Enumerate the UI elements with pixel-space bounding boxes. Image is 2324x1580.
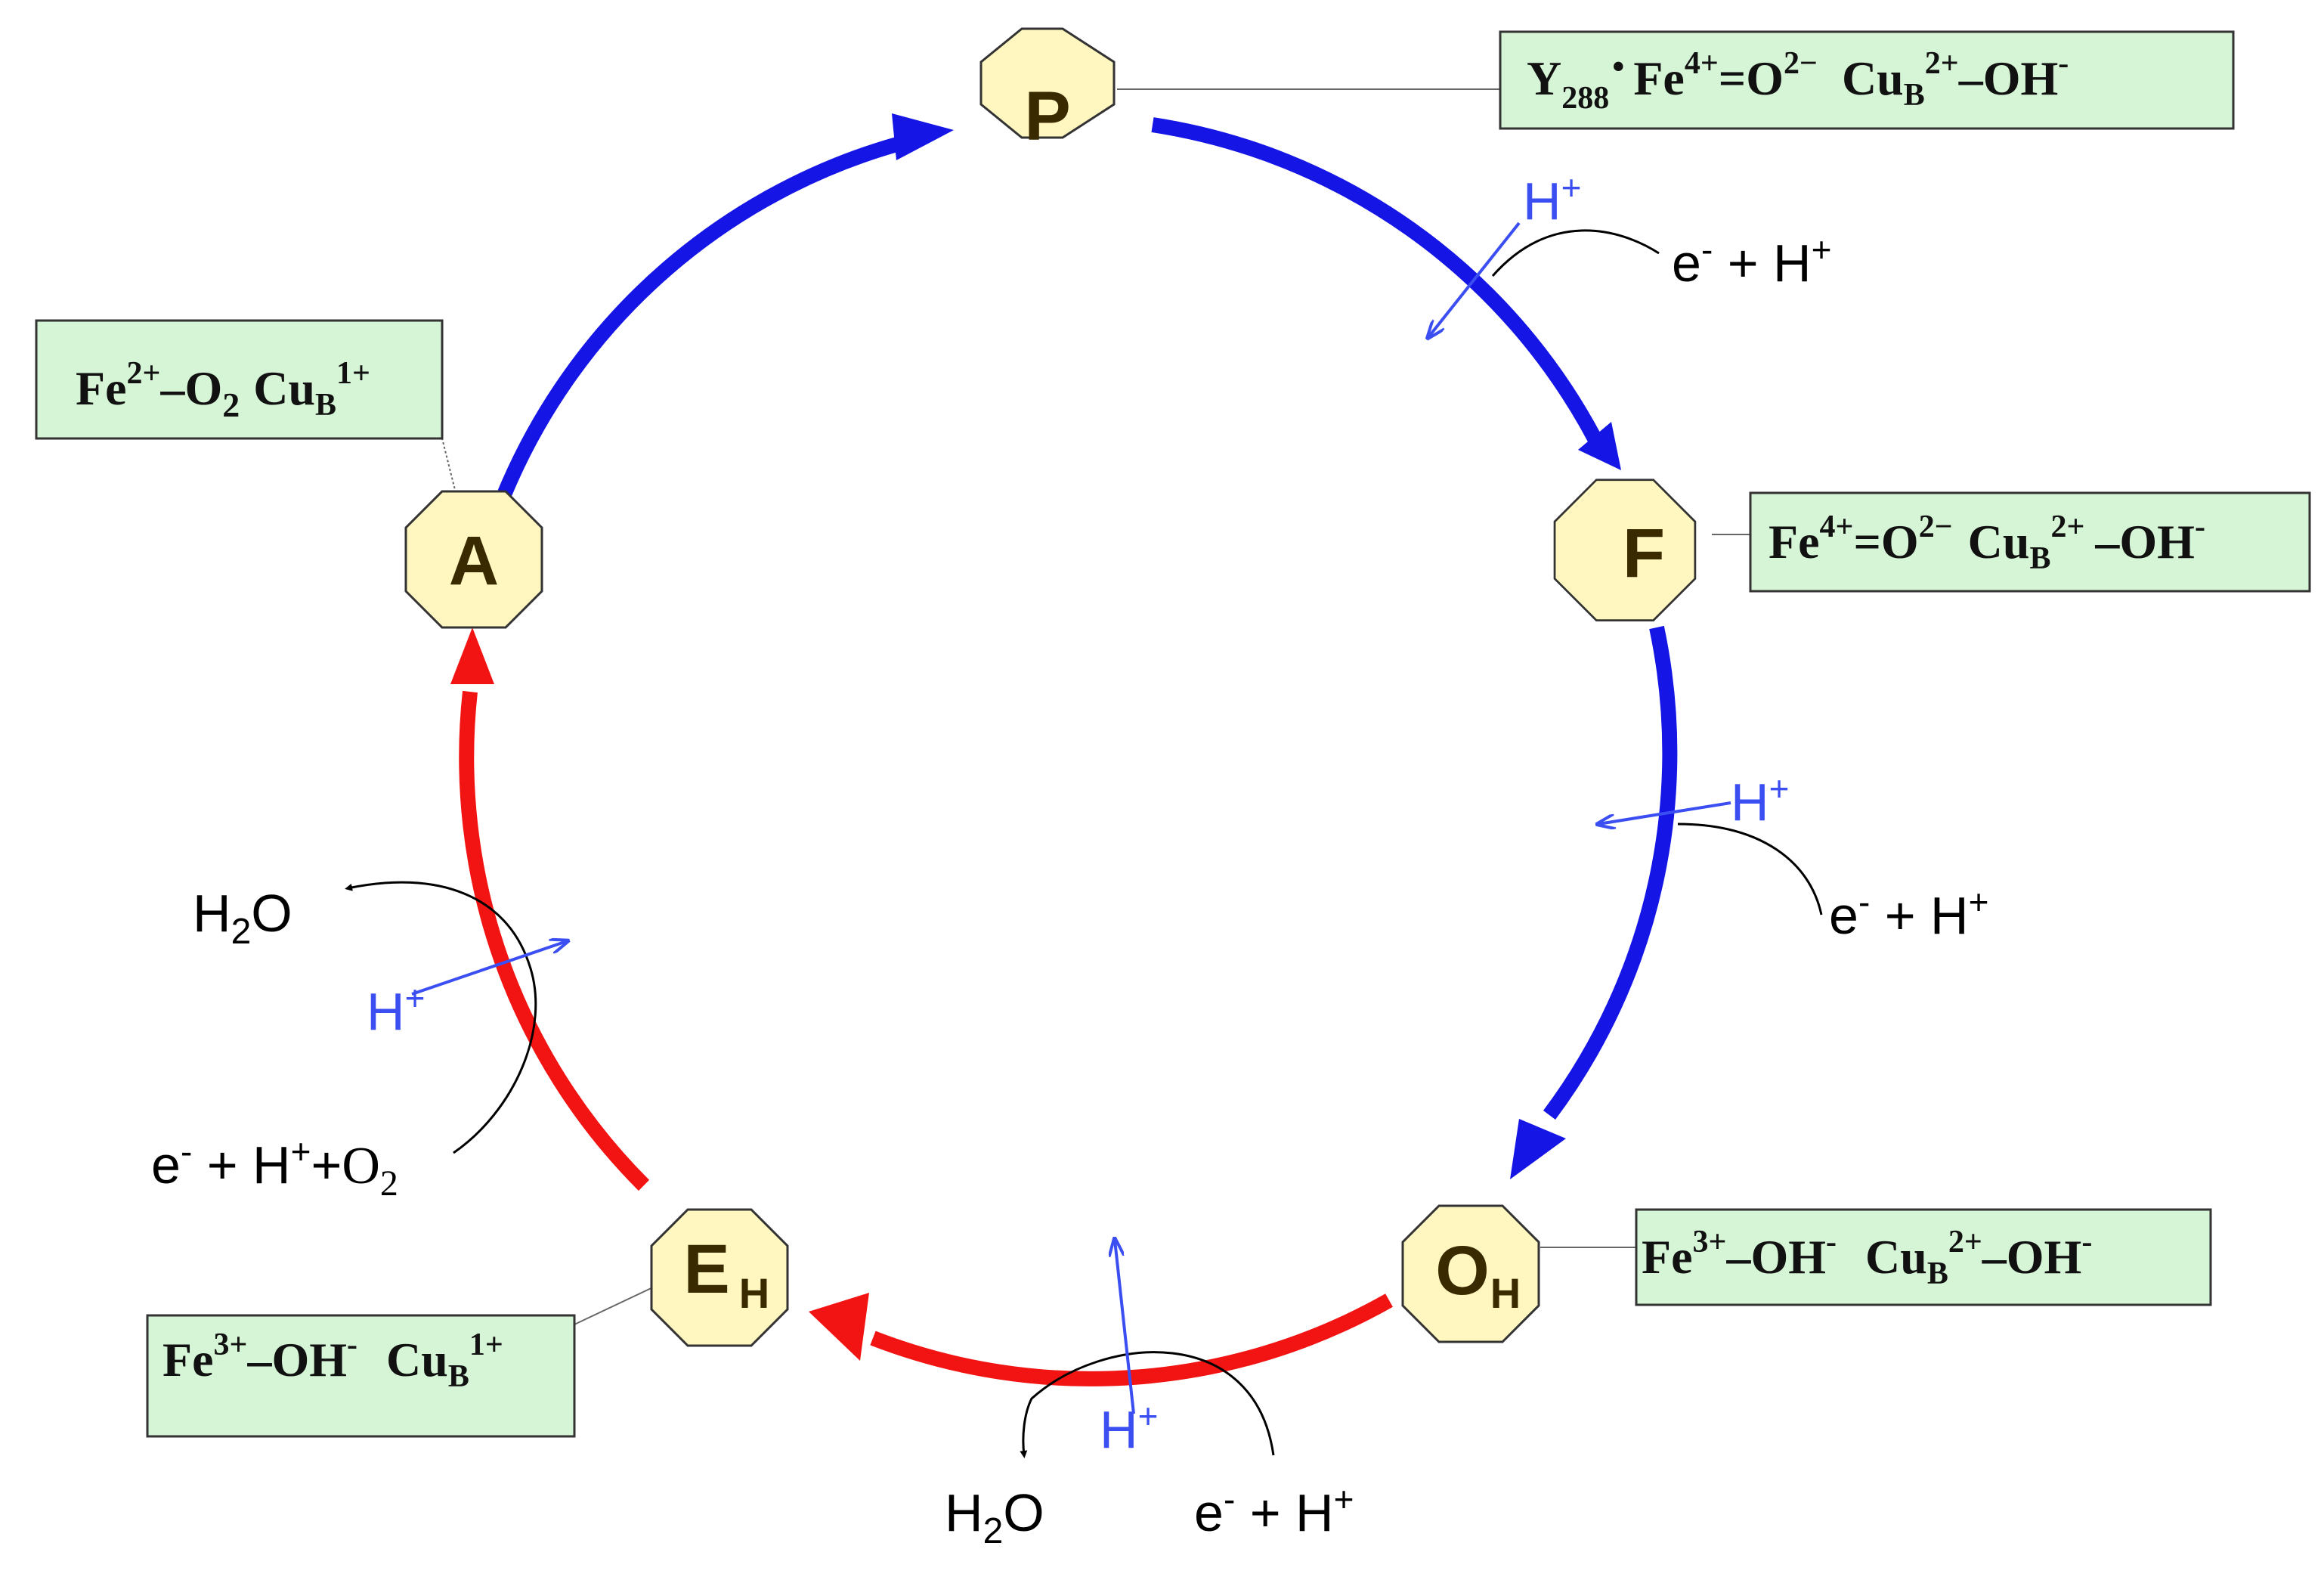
proton-label-foh: H+ (1731, 769, 1789, 832)
arc-p-to-f (1151, 117, 1601, 442)
box-p: Y288•Fe4+=O2−CuB2+–OH- (1499, 30, 2235, 130)
input-label-oheh: e- + H+ (1194, 1479, 1354, 1542)
arc-a-to-p (497, 133, 913, 496)
arrowhead-at-eh (809, 1293, 869, 1361)
state-f: F (1553, 479, 1697, 622)
state-p: P (979, 27, 1116, 155)
arc-oh-to-eh (870, 1293, 1393, 1386)
proton-arrow-oheh (1115, 1240, 1135, 1414)
proton-arrow-pf (1428, 222, 1521, 337)
curved-arrow-pf (1491, 229, 1660, 277)
arrowhead-at-oh (1510, 1119, 1566, 1179)
state-eh-sub: H (739, 1269, 769, 1317)
box-eh: Fe3+–OH-CuB1+ (146, 1314, 576, 1438)
curved-arrow-foh (1677, 823, 1823, 915)
box-eh-formula: Fe3+–OH-CuB1+ (162, 1328, 503, 1394)
arrowhead-at-a (450, 627, 494, 684)
input-label-eha: e- + H++O2 (151, 1132, 398, 1204)
state-eh-letter: E (683, 1231, 729, 1308)
water-label-oheh: H2O (945, 1483, 1044, 1551)
proton-label-eha: H+ (367, 978, 425, 1041)
state-a: A (404, 490, 543, 629)
state-f-letter: F (1623, 515, 1665, 592)
arrowhead-at-p (892, 113, 954, 160)
state-eh: E H (650, 1208, 789, 1347)
state-oh: O H (1401, 1204, 1540, 1343)
box-f: Fe4+=O2−CuB2+–OH- (1749, 491, 2311, 593)
connector-a (441, 438, 456, 494)
box-oh: Fe3+–OH-CuB2+–OH- (1635, 1208, 2212, 1306)
box-p-formula: Y288•Fe4+=O2−CuB2+–OH- (1527, 46, 2069, 116)
proton-arrow-foh (1598, 801, 1731, 824)
box-f-formula: Fe4+=O2−CuB2+–OH- (1769, 510, 2205, 576)
proton-label-oheh: H+ (1100, 1396, 1158, 1459)
input-label-pf: e- + H+ (1672, 230, 1831, 293)
input-label-foh: e- + H+ (1829, 882, 1988, 945)
curved-arrow-eha (345, 881, 537, 1154)
arc-f-to-oh (1543, 625, 1678, 1120)
proton-arrow-eha (411, 941, 567, 996)
state-oh-sub: H (1490, 1269, 1521, 1317)
water-label-eha: H2O (193, 884, 292, 952)
curved-arrow-oheh (1020, 1351, 1275, 1458)
proton-label-pf: H+ (1523, 168, 1581, 231)
box-oh-formula: Fe3+–OH-CuB2+–OH- (1642, 1225, 2092, 1291)
arc-eh-to-a (459, 690, 650, 1191)
state-p-letter: P (1024, 78, 1070, 155)
state-a-letter: A (449, 522, 499, 599)
arrowhead-at-f (1578, 422, 1621, 470)
connector-eh (574, 1284, 658, 1325)
state-oh-letter: O (1435, 1232, 1490, 1309)
